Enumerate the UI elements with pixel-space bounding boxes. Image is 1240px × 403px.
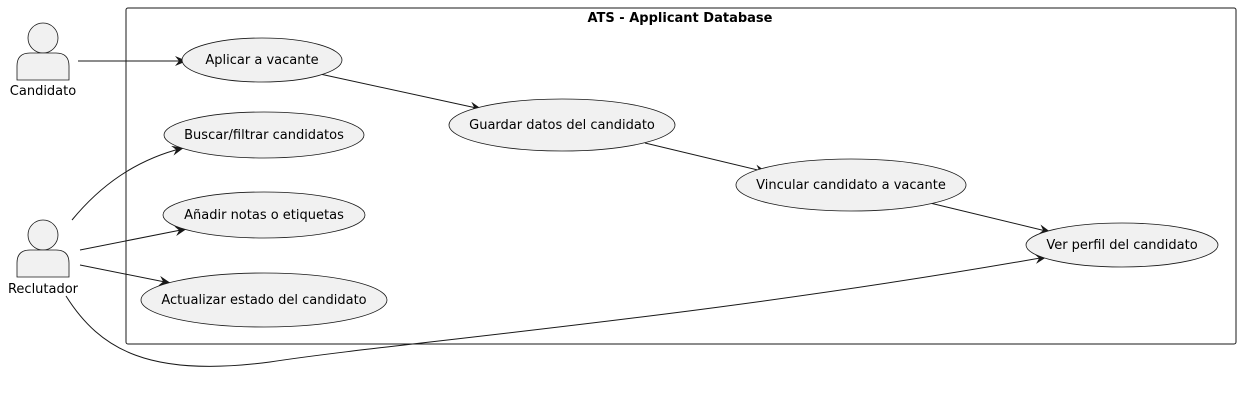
edge-reclutador-actualizar: [79, 264, 171, 286]
use-case-label: Ver perfil del candidato: [1046, 238, 1197, 253]
use-case-ver-perfil: Ver perfil del candidato: [1025, 222, 1219, 268]
actor-reclutador: Reclutador: [8, 219, 79, 297]
use-case-actualizar: Actualizar estado del candidato: [140, 272, 388, 328]
edge-reclutador-buscar: [71, 145, 184, 221]
use-case-guardar: Guardar datos del candidato: [448, 98, 676, 152]
edge-guardar-vincular: [644, 142, 767, 175]
actor-candidato: Candidato: [10, 22, 76, 99]
use-case-label: Aplicar a vacante: [205, 53, 318, 68]
use-case-label: Guardar datos del candidato: [469, 118, 655, 133]
actor-label-reclutador: Reclutador: [8, 282, 79, 297]
edge-vincular-ver-perfil: [929, 202, 1051, 235]
edge-reclutador-ver-perfil: [65, 253, 1047, 367]
use-case-label: Buscar/filtrar candidatos: [184, 128, 344, 143]
person-icon: [16, 22, 70, 81]
connectors: [65, 56, 1051, 367]
use-case-aplicar: Aplicar a vacante: [181, 37, 343, 83]
use-case-label: Añadir notas o etiquetas: [184, 208, 344, 223]
use-case-anadir: Añadir notas o etiquetas: [162, 191, 366, 239]
edge-aplicar-guardar: [319, 73, 482, 112]
actor-label-candidato: Candidato: [10, 84, 76, 99]
use-case-vincular: Vincular candidato a vacante: [735, 158, 967, 212]
edge-reclutador-anadir: [79, 226, 187, 251]
use-case-label: Vincular candidato a vacante: [756, 178, 946, 193]
use-case-buscar: Buscar/filtrar candidatos: [163, 111, 365, 159]
use-case-label: Actualizar estado del candidato: [161, 293, 366, 308]
system-title: ATS - Applicant Database: [588, 11, 773, 26]
person-icon: [16, 219, 70, 278]
